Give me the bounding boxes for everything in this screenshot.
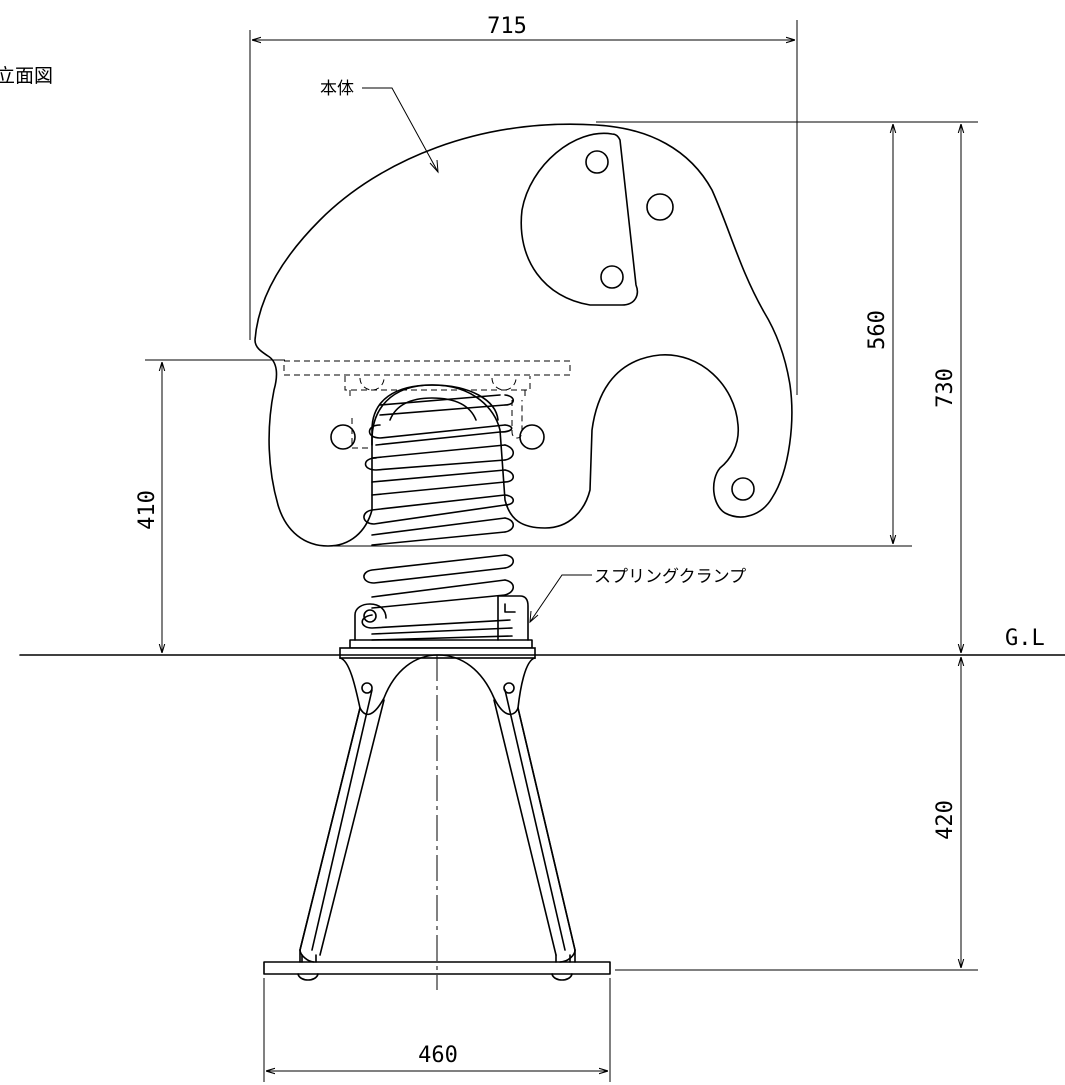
body-leader <box>362 87 439 174</box>
dim-seat-height: 410 <box>135 490 160 530</box>
spring-clamp <box>339 595 536 659</box>
elephant-body <box>254 123 793 547</box>
dim-foundation-depth: 420 <box>933 800 958 840</box>
dim-total-height: 730 <box>933 368 958 408</box>
stand-post <box>263 654 611 981</box>
trunk-hole <box>731 477 755 501</box>
spring-clamp-leader <box>529 574 592 624</box>
handle-left <box>330 424 356 450</box>
handle-right <box>519 424 545 450</box>
spring <box>361 384 515 641</box>
dimension-lines <box>145 20 978 1082</box>
body-label: 本体 <box>320 79 354 99</box>
eye-icon <box>646 193 674 221</box>
seat-plate <box>283 360 571 449</box>
ground-level-label: G.L <box>1005 626 1045 651</box>
view-title: 立面図 <box>0 65 53 87</box>
dim-base-width: 460 <box>418 1043 458 1068</box>
ear-bolt-hole <box>585 150 609 174</box>
spring-clamp-label: スプリングクランプ <box>594 567 746 587</box>
ear-bolt-hole <box>600 265 624 289</box>
dim-overall-width: 715 <box>487 14 527 39</box>
dim-body-height: 560 <box>865 310 890 350</box>
